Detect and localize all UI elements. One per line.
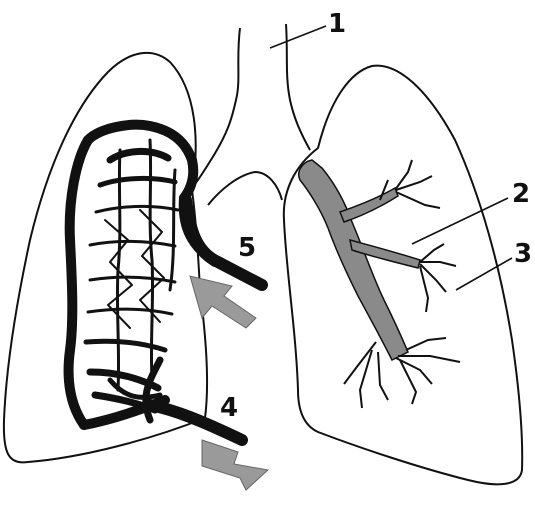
label-3: 3 — [514, 239, 532, 269]
trachea — [192, 24, 310, 188]
vessel-network — [69, 125, 215, 425]
label-1: 1 — [328, 9, 346, 39]
label-5: 5 — [238, 233, 256, 263]
leader-line-3 — [456, 258, 512, 290]
left-lung-outline — [4, 53, 207, 463]
mediastinum-outline — [208, 172, 282, 205]
right-lung-outline — [284, 66, 522, 485]
label-2: 2 — [512, 179, 530, 209]
upper-branch — [340, 188, 398, 222]
label-4: 4 — [220, 393, 238, 423]
arrow-out-of-lung — [202, 440, 268, 490]
arrow-into-lung — [190, 276, 256, 328]
leader-line-1 — [270, 26, 326, 48]
bronchus-tree — [299, 160, 460, 408]
